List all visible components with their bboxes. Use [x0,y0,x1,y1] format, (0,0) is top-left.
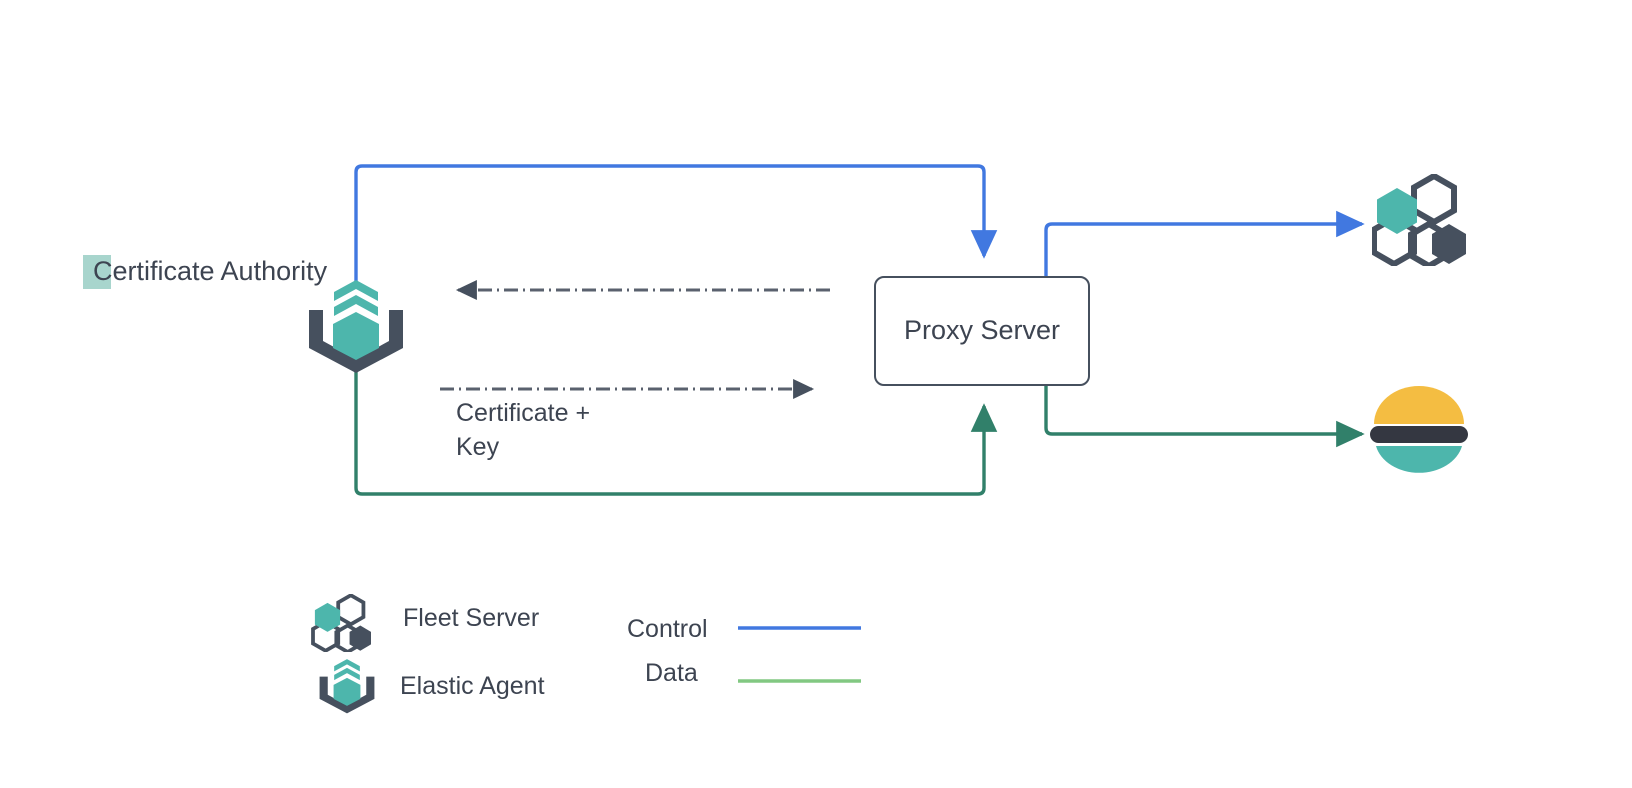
legend-data-label: Data [645,659,698,687]
certificate-key-label: Certificate + Key [456,399,591,461]
fleet-server-icon [1372,174,1466,266]
elasticsearch-logo [1370,386,1468,473]
legend-elastic-agent-icon [319,659,375,714]
legend-fleet-server-icon [311,594,371,652]
connector-agent-to-proxy-data [354,372,998,496]
certificate-authority-label: Certificate Authority [93,256,328,286]
connector-proxy-to-fleet-control [1044,210,1365,276]
legend-control-label: Control [627,615,708,643]
elastic-agent-icon [309,280,403,373]
certificate-authority-highlight [83,255,111,289]
proxy-server-node [874,276,1090,386]
connector-proxy-to-elasticsearch-data [1044,386,1365,448]
proxy-server-label: Proxy Server [903,315,1061,345]
connector-agent-to-proxy-control [354,164,998,286]
legend-elastic-agent-label: Elastic Agent [400,672,545,700]
legend-fleet-server-label: Fleet Server [403,604,540,632]
